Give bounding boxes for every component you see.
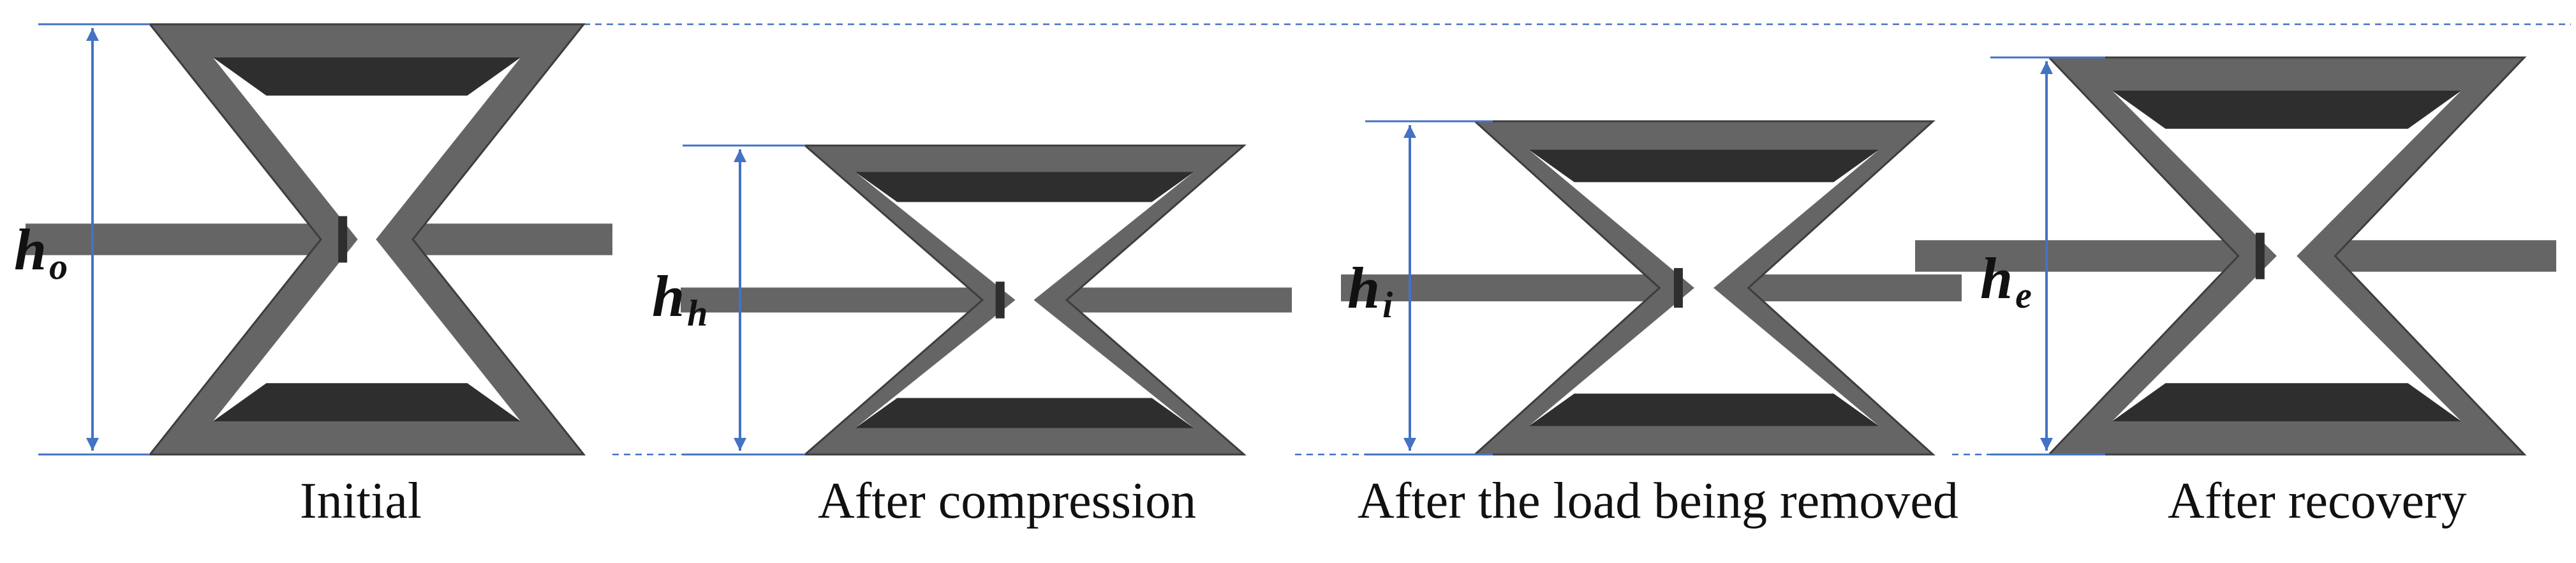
auxetic-cells bbox=[26, 23, 2556, 456]
height-label-compressed: hh bbox=[652, 267, 707, 332]
dim-initial bbox=[38, 23, 150, 456]
caption-after-compression: After compression bbox=[818, 473, 1197, 529]
cell-after-load-removed bbox=[1341, 120, 1962, 456]
bottom-dark-band bbox=[212, 383, 521, 421]
hourglass-cavity bbox=[212, 57, 521, 421]
hourglass-cavity bbox=[2112, 91, 2462, 421]
dim-after-load-removed bbox=[1365, 120, 1493, 456]
cell-after-compression bbox=[681, 144, 1292, 456]
waist-shadow bbox=[338, 216, 348, 263]
cell-initial bbox=[26, 23, 612, 456]
right-rib bbox=[1731, 274, 1962, 302]
height-symbol: h bbox=[14, 217, 47, 282]
height-label-recovered: he bbox=[1980, 249, 2032, 314]
caption-after-recovery: After recovery bbox=[2168, 473, 2467, 529]
bottom-dark-band bbox=[855, 398, 1194, 428]
bottom-dark-band bbox=[2112, 383, 2462, 421]
left-rib bbox=[26, 223, 341, 255]
left-rib bbox=[1341, 274, 1677, 302]
reference-dashed-lines bbox=[584, 23, 2571, 456]
left-rib bbox=[1915, 240, 2258, 272]
waist-shadow bbox=[1673, 267, 1683, 308]
caption-after-load-removed: After the load being removed bbox=[1358, 473, 1958, 529]
right-rib bbox=[1051, 287, 1292, 313]
height-symbol: h bbox=[652, 264, 685, 329]
waist-shadow bbox=[2255, 232, 2265, 280]
height-label-initial: ho bbox=[14, 220, 68, 285]
bottom-dark-band bbox=[1529, 393, 1879, 426]
dim-after-compression bbox=[683, 144, 805, 456]
height-subscript: o bbox=[49, 245, 68, 287]
height-label-unloaded: hi bbox=[1347, 259, 1393, 324]
top-dark-band bbox=[1529, 149, 1879, 183]
height-symbol: h bbox=[1980, 246, 2013, 311]
height-subscript: h bbox=[687, 292, 708, 334]
right-rib bbox=[2315, 240, 2556, 272]
right-rib bbox=[392, 223, 612, 255]
left-rib bbox=[681, 287, 998, 313]
hourglass-cavity bbox=[1529, 149, 1879, 426]
cell-after-recovery bbox=[1915, 56, 2556, 456]
top-dark-band bbox=[212, 57, 521, 96]
dimension-arrows bbox=[38, 23, 2105, 456]
top-dark-band bbox=[855, 172, 1194, 202]
height-subscript: e bbox=[2015, 274, 2032, 316]
height-symbol: h bbox=[1347, 255, 1381, 320]
top-dark-band bbox=[2112, 91, 2462, 129]
caption-initial: Initial bbox=[300, 473, 422, 529]
height-subscript: i bbox=[1382, 283, 1393, 326]
hourglass-cavity bbox=[855, 172, 1194, 428]
waist-shadow bbox=[995, 282, 1005, 319]
dim-after-recovery bbox=[1990, 56, 2105, 456]
